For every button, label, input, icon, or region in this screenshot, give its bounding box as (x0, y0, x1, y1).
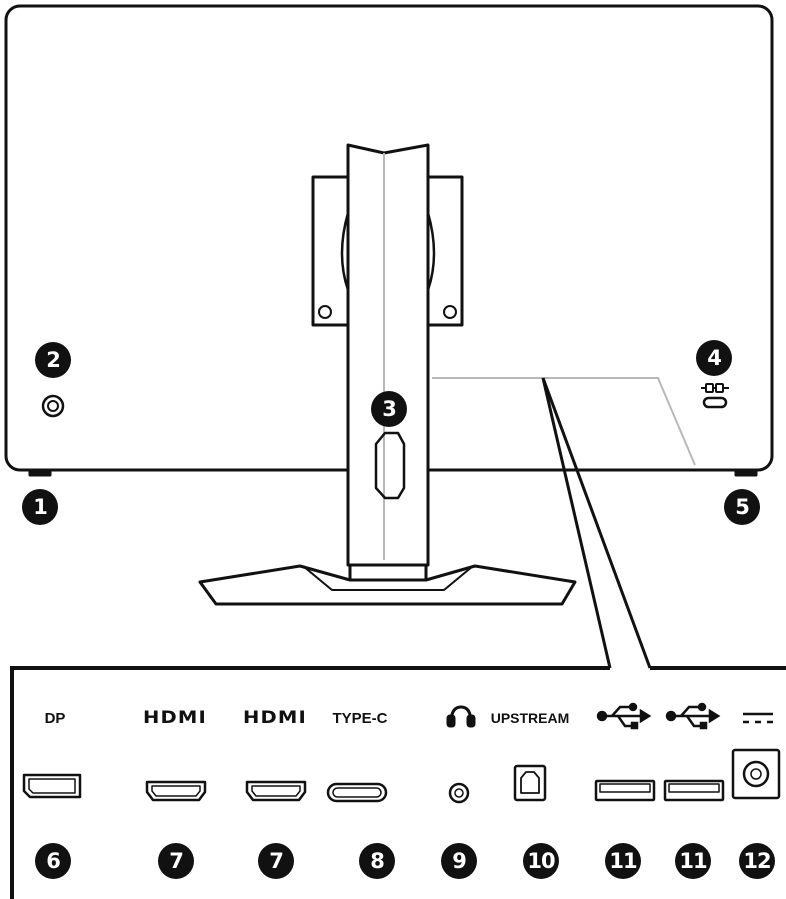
callout-8: 8 (359, 843, 395, 879)
callout-3: 3 (371, 391, 407, 427)
callout-12: 12 (739, 843, 775, 879)
vesa-screw-left (318, 305, 332, 319)
hdmi-port-1 (145, 780, 207, 802)
usb-icon (665, 702, 721, 730)
callout-9: 9 (441, 843, 477, 879)
headphone-jack (448, 782, 470, 804)
stand-neck (346, 143, 430, 567)
callout-2: 2 (35, 342, 71, 378)
callout-7a: 7 (158, 843, 194, 879)
monitor-foot-left (28, 468, 52, 477)
hdmi-label-1: HDMI (143, 708, 207, 728)
callout-4: 4 (696, 340, 732, 376)
stand-base (198, 564, 577, 606)
dc-in-port (731, 748, 781, 800)
leader-line-left (541, 377, 612, 669)
monitor-foot-right (734, 468, 758, 477)
callout-6: 6 (35, 843, 71, 879)
leader-line-right (541, 377, 652, 669)
typec-port (326, 782, 388, 803)
callout-11b: 11 (675, 843, 711, 879)
usb-b-upstream-port (513, 764, 547, 802)
hinge-right (426, 212, 436, 291)
stand-base-center (302, 565, 474, 591)
callout-10: 10 (523, 843, 559, 879)
headphone-icon (446, 705, 476, 728)
dc-power-icon (743, 712, 773, 724)
typec-label: TYPE-C (332, 709, 388, 727)
kensington-slot (702, 396, 728, 409)
dp-label: DP (44, 709, 66, 727)
cable-management-hole (374, 431, 406, 500)
usb-a-port-1 (594, 779, 656, 802)
callout-1: 1 (22, 489, 58, 525)
callout-11a: 11 (605, 843, 641, 879)
vesa-screw-right (443, 305, 457, 319)
vesa-bracket-left (311, 175, 348, 327)
callout-7b: 7 (258, 843, 294, 879)
usb-icon (596, 702, 652, 730)
port-panel-frame (10, 666, 786, 899)
hinge-left (340, 212, 350, 291)
audio-jack-inner (47, 400, 59, 412)
callout-5: 5 (724, 489, 760, 525)
vesa-bracket-right (428, 175, 464, 327)
kensington-lock-icon (701, 383, 729, 393)
audio-jack-outer (41, 394, 65, 418)
hdmi-label-2: HDMI (243, 708, 307, 728)
usb-a-port-2 (663, 779, 725, 802)
leader-line-zoom (432, 377, 696, 466)
hdmi-port-2 (245, 780, 307, 802)
upstream-label: UPSTREAM (490, 710, 570, 726)
dp-port (22, 773, 82, 799)
